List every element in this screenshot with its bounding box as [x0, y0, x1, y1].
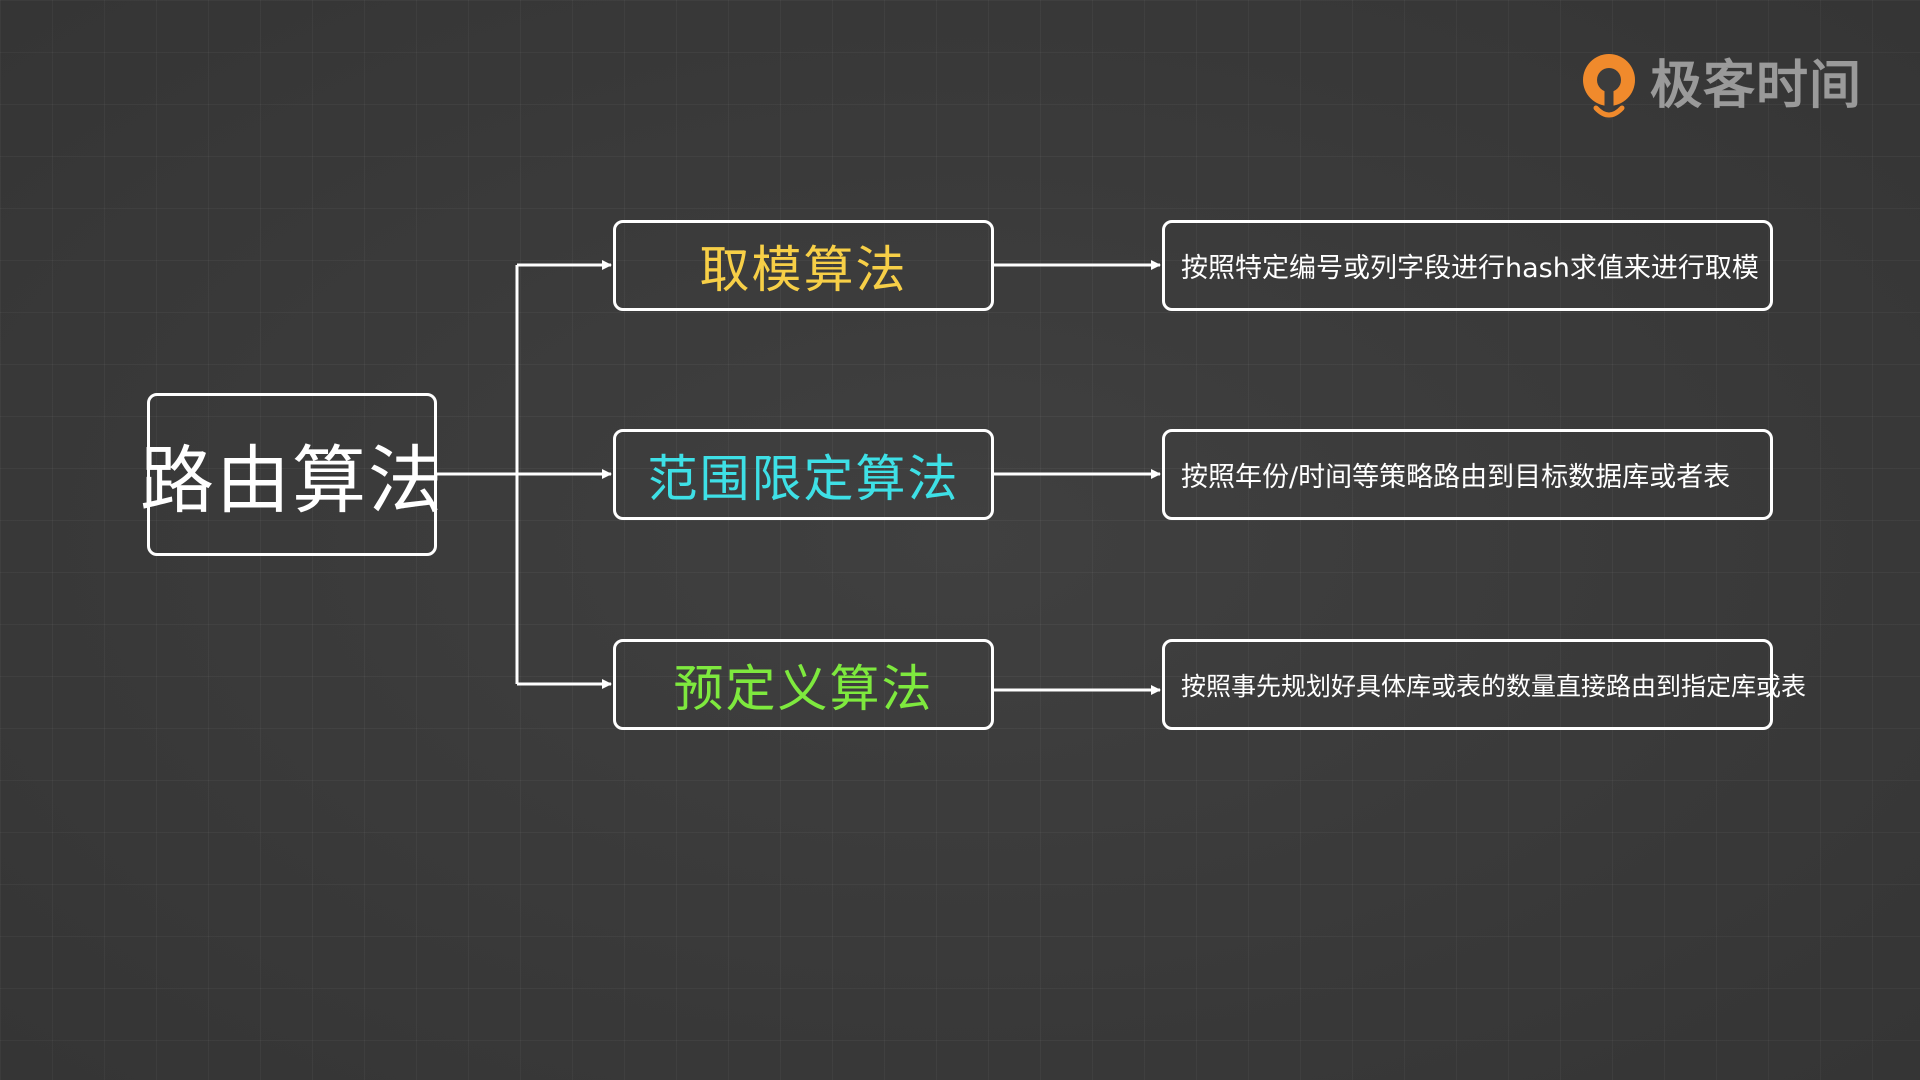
predefined-algorithm-description: 按照事先规划好具体库或表的数量直接路由到指定库或表	[1162, 639, 1806, 730]
range-algorithm-description: 按照年份/时间等策略路由到目标数据库或者表	[1162, 429, 1773, 520]
brand-name: 极客时间	[1650, 56, 1863, 116]
modulo-algorithm-description: 按照特定编号或列字段进行hash求值来进行取模	[1162, 220, 1773, 311]
predefined-algorithm-node: 预定义算法	[613, 639, 994, 730]
geektime-logo-icon	[1583, 54, 1635, 121]
modulo-algorithm-node: 取模算法	[613, 220, 994, 311]
routing-algorithm-root-node: 路由算法	[140, 393, 442, 556]
brand-logo: 极客时间	[1578, 50, 1862, 122]
range-algorithm-node: 范围限定算法	[613, 429, 994, 520]
